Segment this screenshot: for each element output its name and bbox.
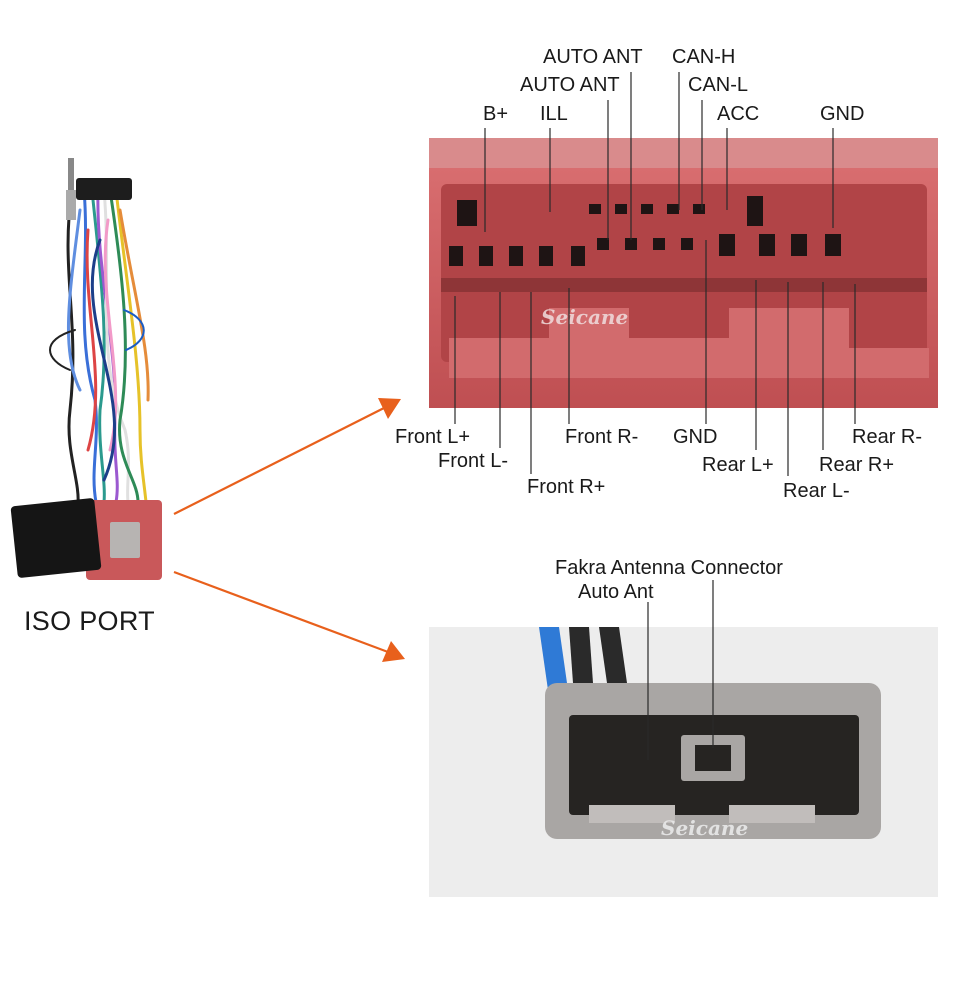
- label-gnd-bottom: GND: [673, 426, 718, 448]
- label-ill: ILL: [540, 103, 568, 125]
- iso-watermark: Seicane: [541, 305, 628, 329]
- label-gnd-top: GND: [820, 103, 865, 125]
- iso-connector-image: Seicane: [429, 138, 938, 408]
- label-front-r-minus: Front R-: [565, 426, 639, 448]
- arrow-to-iso-connector: [173, 398, 401, 515]
- label-fakra-auto-ant: Auto Ant: [578, 581, 654, 603]
- label-b-plus: B+: [483, 103, 509, 125]
- label-front-l-minus: Front L-: [438, 450, 509, 472]
- label-rear-r-minus: Rear R-: [852, 426, 923, 448]
- fakra-connector-image: Seicane: [429, 627, 938, 897]
- fakra-watermark: Seicane: [661, 816, 748, 840]
- iso-port-label: ISO PORT: [24, 606, 155, 636]
- arrow-to-fakra-connector: [173, 570, 405, 662]
- label-auto-ant-1: AUTO ANT: [543, 46, 643, 68]
- label-rear-r-plus: Rear R+: [819, 454, 895, 476]
- label-can-l: CAN-L: [688, 74, 749, 96]
- label-rear-l-plus: Rear L+: [702, 454, 774, 476]
- label-acc: ACC: [717, 103, 760, 125]
- wiring-harness-image: [10, 158, 162, 580]
- label-auto-ant-2: AUTO ANT: [520, 74, 620, 96]
- label-rear-l-minus: Rear L-: [783, 480, 850, 502]
- label-can-h: CAN-H: [672, 46, 736, 68]
- label-front-r-plus: Front R+: [527, 476, 606, 498]
- label-fakra-title: Fakra Antenna Connector: [555, 557, 783, 579]
- label-front-l-plus: Front L+: [395, 426, 471, 448]
